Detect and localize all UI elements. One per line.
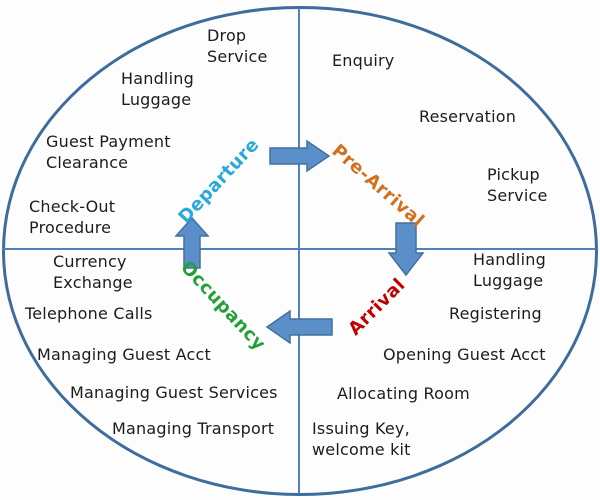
activity-telephone-calls: Telephone Calls [25, 304, 153, 323]
activity-managing-guest-acct: Managing Guest Acct [37, 345, 211, 364]
activity-currency-exchange: Currency Exchange [53, 252, 133, 292]
activity-guest-payment-clearance: Guest Payment Clearance [46, 132, 171, 172]
activity-registering: Registering [449, 304, 542, 323]
activity-handling-luggage-arrival: Handling Luggage [473, 250, 546, 290]
activity-pickup-service: Pickup Service [487, 165, 548, 205]
activity-drop-service: Drop Service [207, 26, 268, 66]
activity-opening-guest-acct: Opening Guest Acct [383, 345, 546, 364]
activity-issuing-key-welcome-kit: Issuing Key, welcome kit [312, 419, 411, 459]
activity-handling-luggage-departure: Handling Luggage [121, 69, 194, 109]
arrow-up-icon [174, 216, 210, 269]
activity-enquiry: Enquiry [332, 51, 395, 70]
activity-allocating-room: Allocating Room [337, 384, 470, 403]
arrow-left-icon [265, 309, 333, 345]
activity-managing-guest-services: Managing Guest Services [70, 383, 278, 402]
arrow-right-icon [269, 139, 331, 173]
arrow-down-icon [387, 222, 425, 277]
activity-managing-transport: Managing Transport [112, 419, 275, 438]
cycle-ellipse [2, 6, 598, 496]
activity-reservation: Reservation [419, 107, 517, 126]
activity-check-out-procedure: Check-Out Procedure [29, 197, 116, 237]
vertical-axis-line [298, 8, 300, 493]
horizontal-axis-line [2, 248, 596, 250]
